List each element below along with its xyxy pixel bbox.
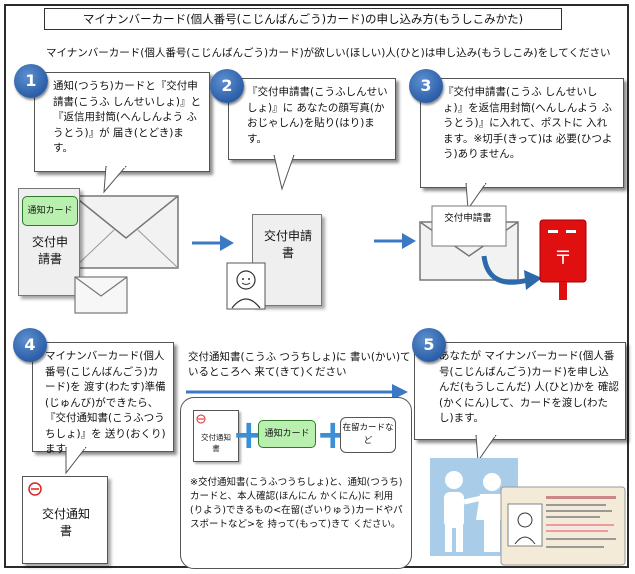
kofu-shinseisho-label-1: 交付申請書 (31, 235, 68, 266)
step-3-number: 3 (409, 69, 443, 103)
step-5-bubble-tail (475, 435, 497, 463)
kofu-shinseisho-label-2: 交付申請書 (264, 229, 313, 260)
zairyu-card: 在留カードなど (340, 417, 396, 453)
mailing-envelope-icon (419, 205, 519, 281)
bring-note: ※交付通知書(こうふつうちしょ)と、通知(つうち)カードと、本人確認(ほんにん … (190, 477, 403, 530)
step-4-bubble-tail (65, 447, 87, 475)
step-2-bubble: 『交付申請書(こうふしんせいしょ)』に あなたの顔写真(かおじゃしん)を貼り(は… (228, 78, 396, 160)
intro-text: マイナンバーカード(個人番号(こじんばんごう)カード)が欲しい(ほしい)人(ひと… (46, 47, 611, 59)
svg-text:〒: 〒 (554, 248, 572, 269)
arrow-right-long-icon (186, 384, 408, 400)
mynumber-card-icon (500, 486, 626, 566)
step-5-number: 5 (412, 328, 446, 362)
face-photo-icon (226, 262, 266, 310)
step-5-bubble: あなたが マイナンバーカード(個人番号(こじんばんごう)カード)を申し込んだ(も… (414, 342, 626, 440)
step-2-number: 2 (210, 69, 244, 103)
staff-and-person-icon (430, 458, 518, 556)
page-title: マイナンバーカード(個人番号(こじんばんごう)カード)の申し込み方(もうしこみか… (44, 8, 562, 30)
step-3-bubble: 『交付申請書(こうふ しんせいしょ)』を返信用封筒(へんしんよう ふうとう)』に… (420, 78, 624, 188)
step-1-bubble-tail (103, 166, 127, 194)
red-postbox-icon: 〒 (539, 219, 587, 300)
curved-arrow-icon (481, 255, 542, 290)
step-4-number: 4 (13, 328, 47, 362)
small-envelope-icon (74, 276, 128, 314)
kofu-tsuchisho-doc (22, 476, 108, 564)
kofu-tsuchisho-mini-label: 交付通知書 (201, 433, 231, 453)
visit-instruction: 交付通知書(こうふ つうちしょ)に 書い(かい)ているところへ 来て(きて)くだ… (188, 351, 411, 378)
step-1-bubble: 通知(つうち)カードと『交付申請書(こうふ しんせいしょ)』と『返信用封筒(へん… (34, 72, 210, 172)
step-1-number: 1 (14, 64, 48, 98)
arrow-right-icon (374, 233, 416, 249)
kofu-shinseisho-label-3: 交付申請書 (444, 213, 492, 224)
tsuchi-card-2: 通知カード (258, 420, 316, 448)
kofu-tsuchisho-label: 交付通知書 (42, 507, 91, 538)
step-2-bubble-tail (273, 155, 295, 191)
return-envelope-icon (73, 195, 179, 269)
step-3-bubble-tail (465, 183, 487, 211)
stamp-mark-icon (28, 482, 42, 496)
tsuchi-card-1: 通知カード (22, 196, 78, 226)
step-4-bubble: マイナンバーカード(個人番号(こじんばんごう)カード)を 渡す(わたす)準備(じ… (32, 342, 174, 455)
stamp-mark-icon (196, 414, 206, 424)
arrow-right-icon (192, 235, 234, 251)
